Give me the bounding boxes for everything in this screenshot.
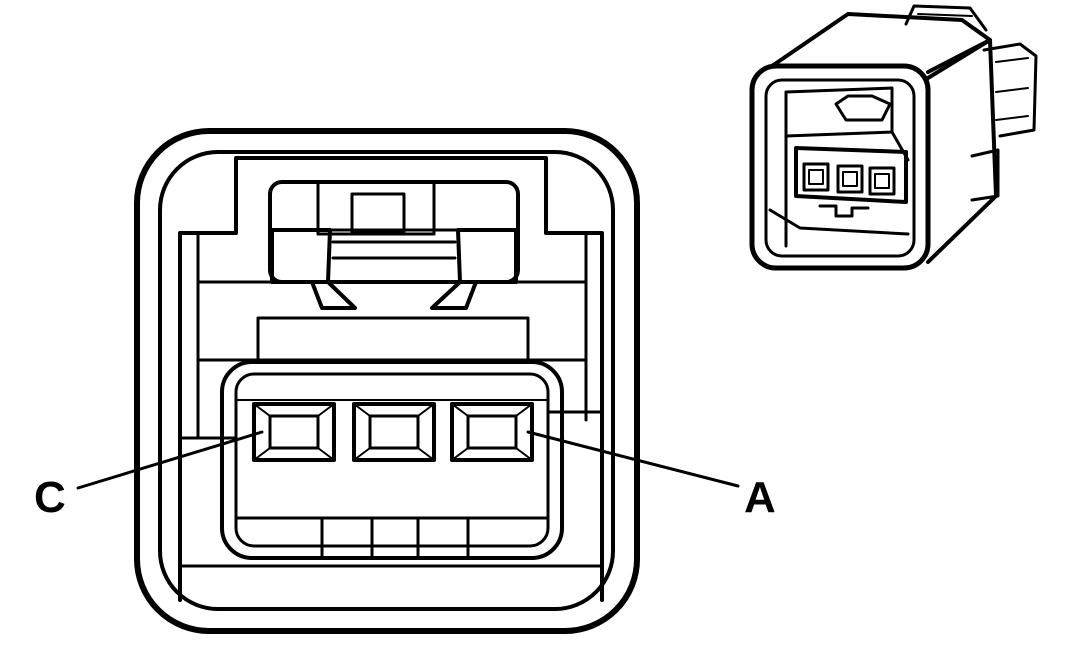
- connector-isometric-view: [749, 4, 1038, 271]
- leader-line-a: [526, 430, 740, 488]
- latch-step-outline: [178, 156, 604, 602]
- locking-latch: [268, 180, 520, 310]
- housing-inner: [158, 150, 615, 611]
- housing-outer: [134, 128, 640, 634]
- terminal-a: [450, 402, 534, 462]
- callout-label-c: C: [34, 473, 66, 522]
- terminal-c: [252, 402, 336, 462]
- terminal-b: [352, 402, 436, 462]
- terminal-cavity-block: [180, 360, 604, 568]
- latch-shelf: [196, 280, 588, 362]
- connector-face-view: [76, 128, 740, 634]
- callout-label-a: A: [744, 473, 776, 522]
- leader-line-c: [76, 430, 264, 490]
